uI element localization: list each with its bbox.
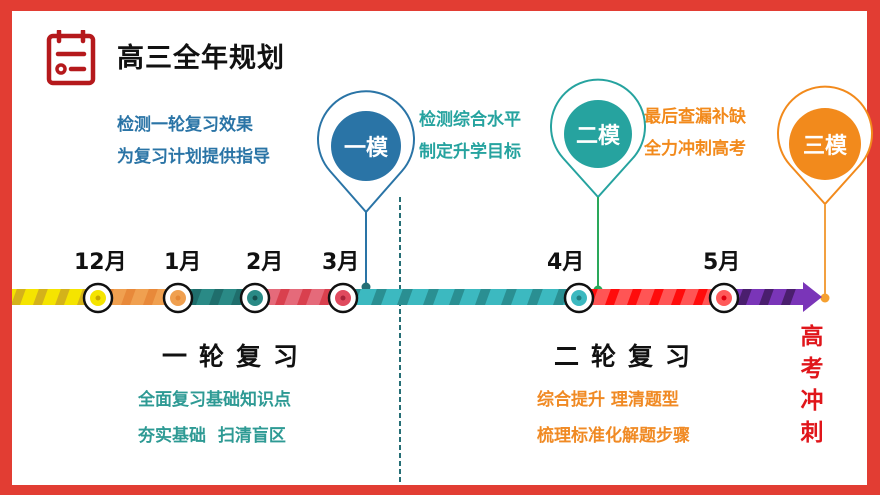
node-1 (162, 282, 194, 314)
final-char-2: 考 (800, 356, 824, 382)
calendar-icon (46, 30, 96, 86)
phase2-line-2: 梳理标准化解题步骤 (537, 426, 690, 446)
mock3-line-2: 全力冲刺高考 (644, 139, 746, 159)
month-12: 12月 (74, 250, 127, 275)
month-1: 1月 (164, 250, 202, 275)
phase2-description: 综合提升 理清题型 梳理标准化解题步骤 (537, 382, 690, 454)
final-char-3: 冲 (800, 388, 824, 414)
mock3-line-1: 最后查漏补缺 (644, 107, 746, 127)
mock1-line-1: 检测一轮复习效果 (117, 115, 253, 135)
mock3-description: 最后查漏补缺 全力冲刺高考 (644, 101, 746, 165)
node-2 (239, 282, 271, 314)
month-3: 3月 (322, 250, 360, 275)
mock1-label: 一模 (343, 136, 388, 161)
mock3-label: 三模 (802, 134, 847, 159)
final-char-4: 刺 (800, 420, 824, 446)
mock1-line-2: 为复习计划提供指导 (117, 147, 270, 167)
node-5 (708, 282, 740, 314)
final-char-1: 高 (800, 324, 824, 350)
month-5: 5月 (703, 250, 741, 275)
phase1-description: 全面复习基础知识点 夯实基础 扫清盲区 (138, 382, 291, 454)
page-title: 高三全年规划 (117, 43, 285, 74)
month-4: 4月 (547, 250, 585, 275)
phase1-title: 一轮复习 (162, 342, 311, 371)
mock2-description: 检测综合水平 制定升学目标 (419, 104, 521, 168)
node-4 (563, 282, 595, 314)
mock2-pin: 二模 (564, 100, 632, 168)
node-12 (82, 282, 114, 314)
mock3-pin: 三模 (789, 108, 861, 180)
mock1-description: 检测一轮复习效果 为复习计划提供指导 (117, 109, 270, 173)
phase2-title: 二轮复习 (554, 342, 703, 371)
mock1-pin: 一模 (331, 111, 401, 181)
phase2-line-1: 综合提升 理清题型 (537, 390, 679, 410)
slide-canvas (12, 11, 867, 485)
mock2-line-2: 制定升学目标 (419, 142, 521, 162)
final-sprint-label: 高 考 冲 刺 (799, 321, 825, 449)
month-2: 2月 (246, 250, 284, 275)
node-3 (327, 282, 359, 314)
phase1-line-2: 夯实基础 扫清盲区 (138, 426, 286, 446)
mock2-line-1: 检测综合水平 (419, 110, 521, 130)
mock2-label: 二模 (575, 124, 620, 149)
phase1-line-1: 全面复习基础知识点 (138, 390, 291, 410)
